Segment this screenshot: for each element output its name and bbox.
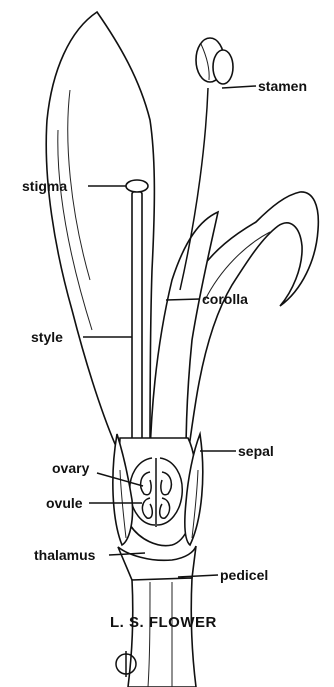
thalamus-leader bbox=[109, 553, 145, 555]
label-corolla: corolla bbox=[202, 291, 248, 307]
label-ovule: ovule bbox=[46, 495, 83, 511]
stigma bbox=[126, 180, 148, 192]
label-stamen: stamen bbox=[258, 78, 307, 94]
label-style: style bbox=[31, 329, 63, 345]
label-pedicel: pedicel bbox=[220, 567, 268, 583]
diagram-caption: L. S. FLOWER bbox=[110, 614, 217, 631]
label-ovary: ovary bbox=[52, 460, 90, 476]
stamen-leader bbox=[222, 86, 256, 88]
label-thalamus: thalamus bbox=[34, 547, 96, 563]
style bbox=[132, 191, 142, 472]
corolla-leader bbox=[166, 299, 200, 300]
label-sepal: sepal bbox=[238, 443, 274, 459]
label-stigma: stigma bbox=[22, 178, 67, 194]
pedicel bbox=[128, 578, 196, 687]
